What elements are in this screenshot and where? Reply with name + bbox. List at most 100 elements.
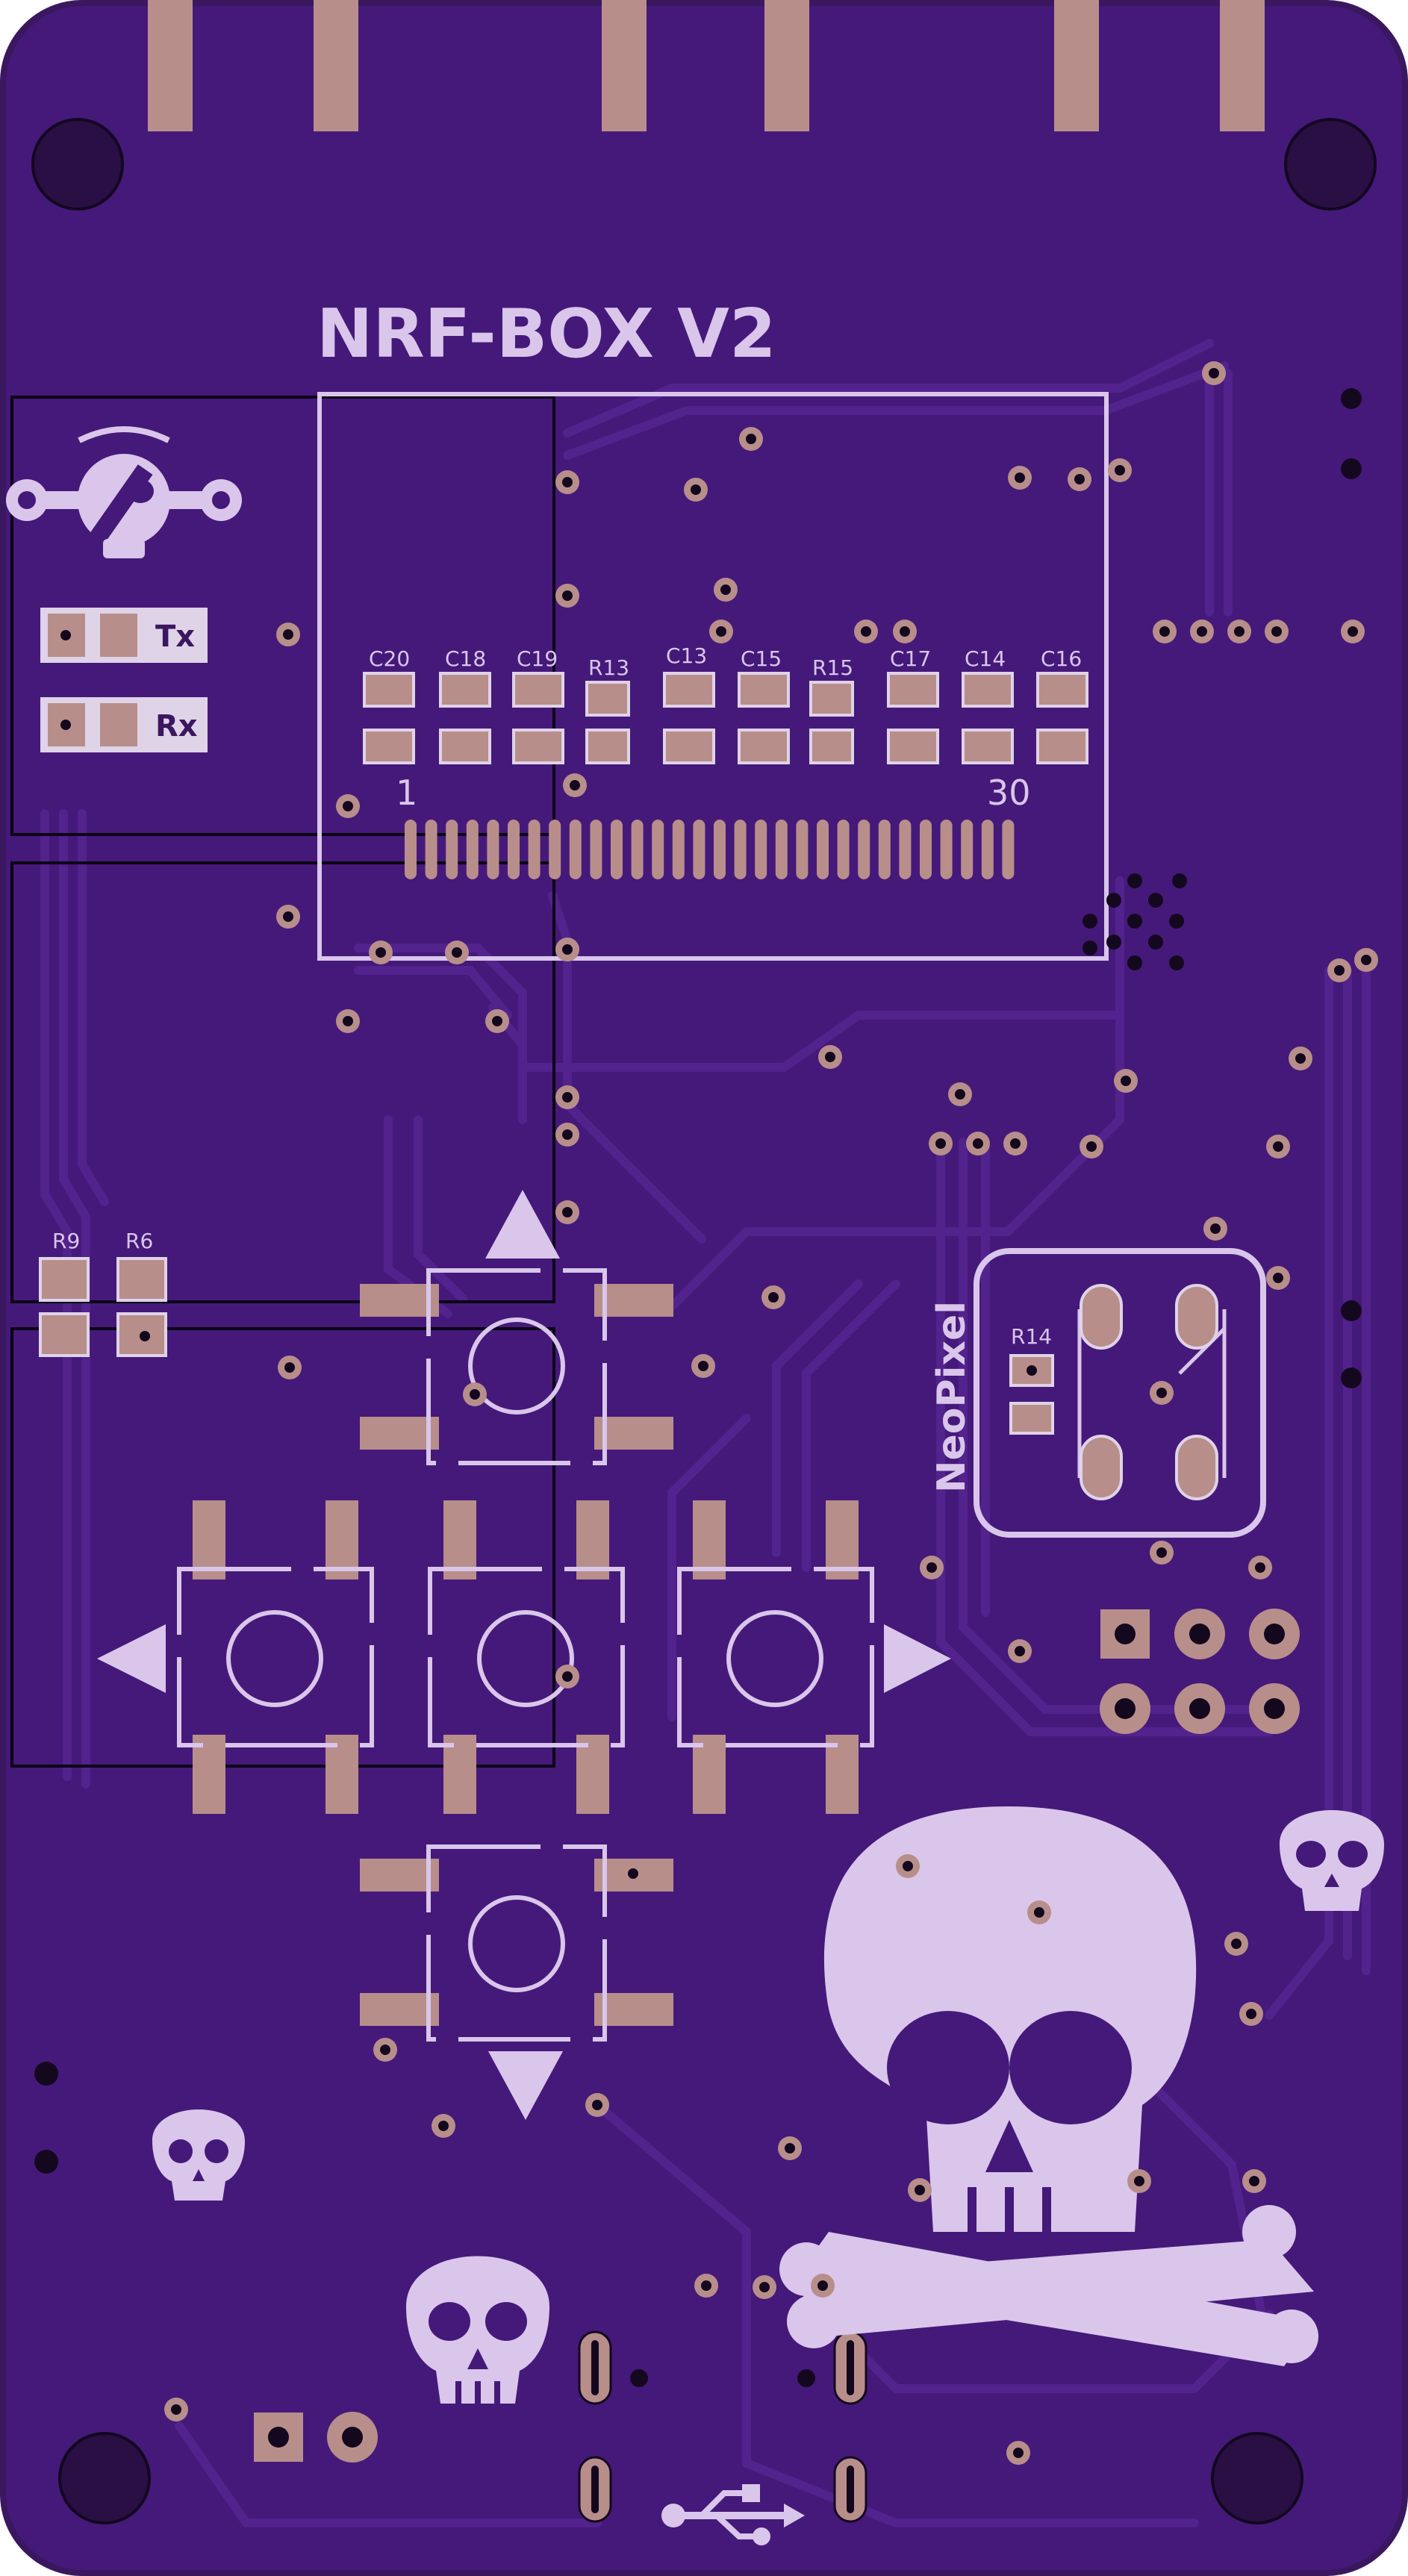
fpc-pad xyxy=(858,820,870,879)
tx-jumper: Tx xyxy=(40,608,208,663)
fpc-pad xyxy=(672,820,685,879)
via xyxy=(739,427,763,451)
fpc-pad xyxy=(611,820,623,879)
fpc-pad xyxy=(466,820,479,879)
label-c17: C17 xyxy=(890,646,931,671)
triangle-down-icon xyxy=(488,2051,563,2120)
via xyxy=(1224,1932,1248,1956)
npth-holes xyxy=(34,388,1362,2174)
via xyxy=(485,1009,509,1033)
via xyxy=(896,1854,920,1878)
label-c15: C15 xyxy=(741,646,782,671)
dpad-up-button[interactable] xyxy=(360,1190,673,1465)
header-pad xyxy=(1220,0,1265,131)
fpc-pad xyxy=(425,820,437,879)
triangle-up-icon xyxy=(485,1190,560,1259)
fpc-pad xyxy=(899,820,912,879)
via xyxy=(1227,620,1251,643)
fpc-pad xyxy=(693,820,705,879)
via xyxy=(555,1123,579,1147)
dpad-right-button[interactable] xyxy=(677,1500,951,1814)
vias xyxy=(164,361,1378,2465)
via-cluster xyxy=(1083,873,1187,970)
via xyxy=(1068,467,1091,491)
via xyxy=(555,938,579,961)
fpc-pad xyxy=(1002,820,1015,879)
via xyxy=(1150,1541,1174,1565)
fpc-pad xyxy=(405,820,417,879)
pin-header-2x3 xyxy=(1100,1609,1300,1734)
header-pad xyxy=(314,0,358,131)
header-pad xyxy=(1054,0,1099,131)
via xyxy=(336,794,360,818)
fpc-pad xyxy=(817,820,829,879)
via xyxy=(1239,2002,1263,2026)
via xyxy=(555,470,579,494)
mounting-hole xyxy=(31,118,124,210)
via xyxy=(1027,1900,1051,1924)
skull-crossbones-icon xyxy=(779,1806,1318,2366)
fpc-pad xyxy=(446,820,458,879)
via xyxy=(1203,1217,1227,1241)
via xyxy=(1265,620,1289,643)
fpc-pad xyxy=(755,820,767,879)
via xyxy=(585,2093,609,2117)
fpc-pad xyxy=(981,820,994,879)
label-c19: C19 xyxy=(517,646,558,671)
fpc-pad xyxy=(940,820,953,879)
pin-label-first: 1 xyxy=(396,773,417,813)
fpc-pad xyxy=(549,820,561,879)
via xyxy=(276,623,300,646)
via xyxy=(778,2136,802,2160)
skull-icon xyxy=(152,2109,245,2201)
via xyxy=(948,1082,972,1106)
via xyxy=(373,2038,397,2062)
mounting-hole xyxy=(58,2432,151,2524)
via xyxy=(1341,620,1365,643)
display-outline xyxy=(317,392,1109,961)
label-c14: C14 xyxy=(965,646,1006,671)
via xyxy=(555,1665,579,1688)
via xyxy=(1266,1266,1290,1290)
via xyxy=(1108,458,1132,482)
via xyxy=(1190,620,1214,643)
via xyxy=(811,2274,835,2298)
via xyxy=(555,1085,579,1109)
triangle-right-icon xyxy=(884,1624,951,1693)
via xyxy=(1248,1556,1272,1579)
via xyxy=(1289,1047,1312,1070)
via xyxy=(1202,361,1226,385)
via xyxy=(1153,620,1177,643)
fpc-pad xyxy=(714,820,726,879)
pin-label-last: 30 xyxy=(987,773,1031,813)
label-c16: C16 xyxy=(1041,646,1082,671)
skull-icon xyxy=(406,2256,549,2404)
dpad-left-button[interactable] xyxy=(97,1500,374,1814)
via xyxy=(336,1009,360,1033)
dpad-center-button[interactable] xyxy=(428,1500,625,1814)
via xyxy=(818,1045,842,1069)
header-pad xyxy=(764,0,809,131)
via xyxy=(1354,948,1378,972)
via xyxy=(164,2398,188,2421)
fpc-pad xyxy=(590,820,602,879)
fpc-pad xyxy=(775,820,788,879)
top-header-pads xyxy=(148,0,1265,131)
header-pad xyxy=(602,0,647,131)
tx-label: Tx xyxy=(155,620,195,654)
rx-label: Rx xyxy=(155,709,198,743)
via xyxy=(563,773,587,797)
dpad-down-button[interactable] xyxy=(360,1844,673,2120)
via xyxy=(432,2114,455,2138)
traces xyxy=(40,339,1371,2527)
module-outline xyxy=(10,396,555,836)
via xyxy=(1327,958,1351,982)
via xyxy=(1127,2169,1151,2193)
via xyxy=(854,620,878,643)
label-c18: C18 xyxy=(445,646,486,671)
via xyxy=(1242,2169,1266,2193)
via xyxy=(753,2275,776,2299)
via xyxy=(920,1556,944,1579)
via xyxy=(691,1354,715,1378)
